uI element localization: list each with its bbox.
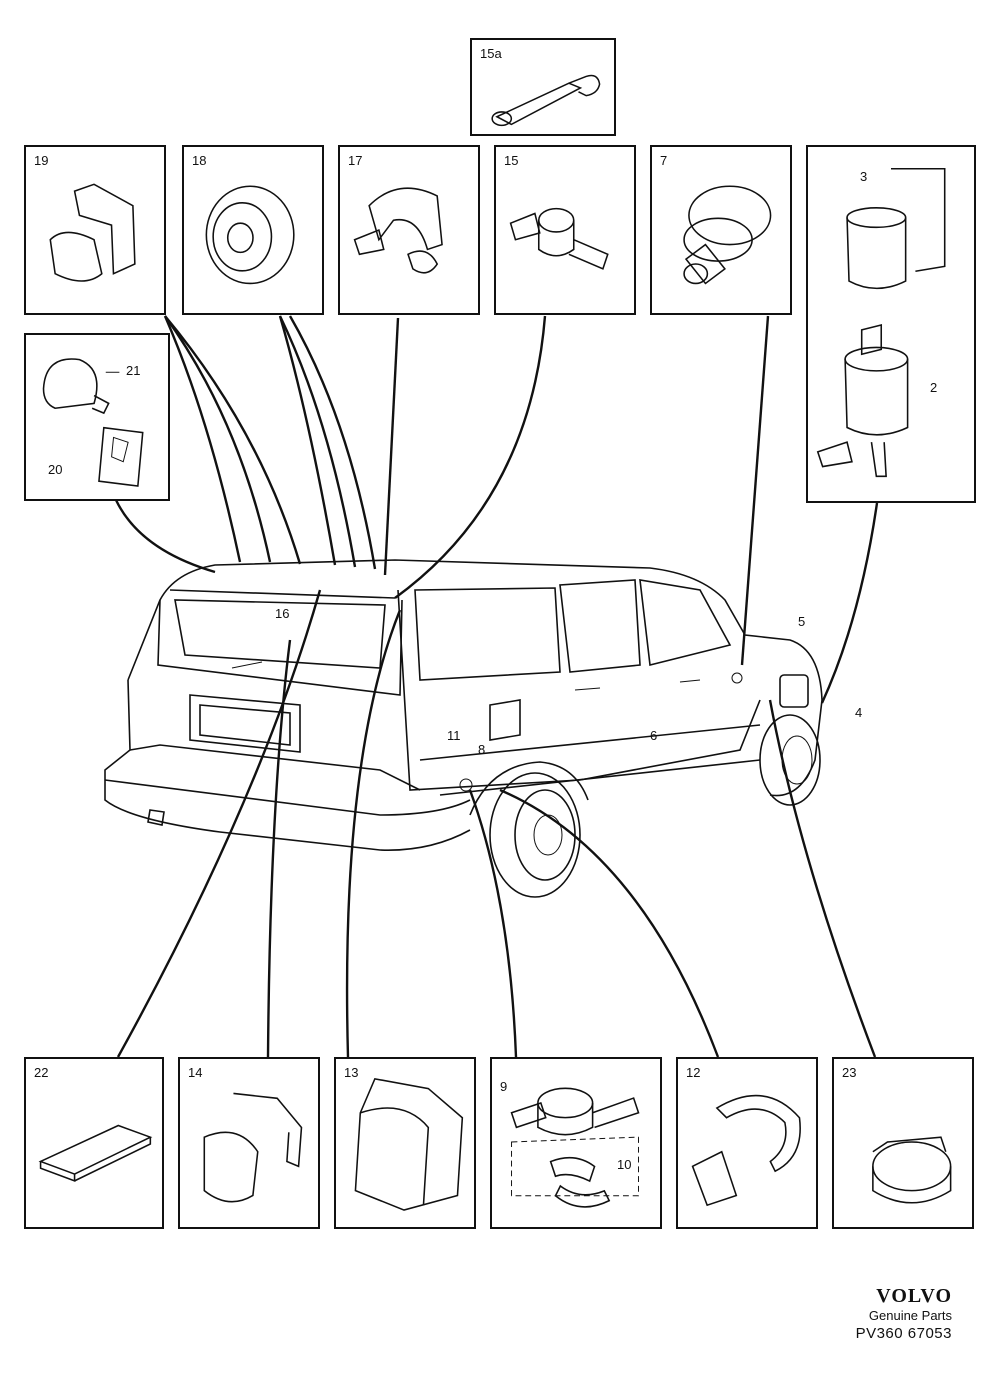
part-box-7: 7 bbox=[650, 145, 792, 315]
part-box-15: 15 bbox=[494, 145, 636, 315]
hose-holder-icon bbox=[354, 1077, 464, 1211]
brand-subtitle: Genuine Parts bbox=[868, 1308, 952, 1323]
car-illustration bbox=[104, 559, 823, 898]
part-number-label: 9 bbox=[500, 1079, 508, 1094]
wire-clip-icon bbox=[49, 183, 136, 282]
part-box-12: 12 bbox=[676, 1057, 818, 1229]
part-number-label: 19 bbox=[34, 153, 49, 168]
hose-connector-icon bbox=[491, 74, 601, 127]
diagram-code: PV360 67053 bbox=[855, 1325, 952, 1342]
part-number-label: 22 bbox=[34, 1065, 49, 1080]
part-number-label: 10 bbox=[617, 1157, 632, 1172]
cable-clip-icon bbox=[203, 1092, 303, 1203]
part-number-label: 17 bbox=[348, 153, 363, 168]
part-box-21-20: 21 bbox=[24, 333, 170, 501]
part-box-19: 19 bbox=[24, 145, 166, 315]
part-number-label: 18 bbox=[192, 153, 207, 168]
callout-label: 4 bbox=[855, 705, 863, 720]
part-number-label: 15a bbox=[480, 46, 502, 61]
callout-label: 2 bbox=[930, 380, 938, 395]
washer-pump-icon bbox=[816, 167, 946, 478]
hose-clamp-icon bbox=[691, 1094, 801, 1207]
part-number-label: 12 bbox=[686, 1065, 701, 1080]
part-box-3-2: 3 bbox=[806, 145, 976, 503]
part-box-9-10: 9 10 bbox=[490, 1057, 662, 1229]
nozzle-and-tape-icon bbox=[42, 358, 144, 487]
part-number-label: 7 bbox=[660, 153, 668, 168]
leader-lines bbox=[114, 315, 879, 1058]
adhesive-pad-icon bbox=[38, 1124, 153, 1183]
clamp-icon bbox=[353, 187, 443, 274]
brand-logo: VOLVO bbox=[876, 1285, 952, 1307]
callout-label: 16 bbox=[275, 606, 290, 621]
filter-and-holder-icon bbox=[510, 1087, 640, 1208]
part-number-label: 23 bbox=[842, 1065, 857, 1080]
callout-label: 20 bbox=[48, 462, 63, 477]
part-box-23: 23 bbox=[832, 1057, 974, 1229]
callout-label: 11 bbox=[447, 728, 461, 743]
part-box-17: 17 bbox=[338, 145, 480, 315]
ring-clamp-icon bbox=[872, 1136, 952, 1204]
part-box-15a: 15a bbox=[470, 38, 616, 136]
part-box-18: 18 bbox=[182, 145, 324, 315]
part-number-label: 14 bbox=[188, 1065, 203, 1080]
callout-label: 5 bbox=[798, 614, 806, 629]
part-number-label: 21 bbox=[126, 363, 141, 378]
part-number-label: 15 bbox=[504, 153, 519, 168]
callout-label: 6 bbox=[650, 728, 658, 743]
grommet-icon bbox=[205, 185, 295, 285]
part-number-label: 13 bbox=[344, 1065, 359, 1080]
part-box-14: 14 bbox=[178, 1057, 320, 1229]
callout-label: 8 bbox=[478, 742, 486, 757]
grommet-sleeve-icon bbox=[683, 185, 772, 285]
part-box-13: 13 bbox=[334, 1057, 476, 1229]
valve-icon bbox=[509, 207, 609, 270]
part-box-22: 22 bbox=[24, 1057, 164, 1229]
brand-block: VOLVO Genuine Parts PV360 67053 bbox=[856, 1285, 952, 1342]
part-number-label: 3 bbox=[860, 169, 868, 184]
